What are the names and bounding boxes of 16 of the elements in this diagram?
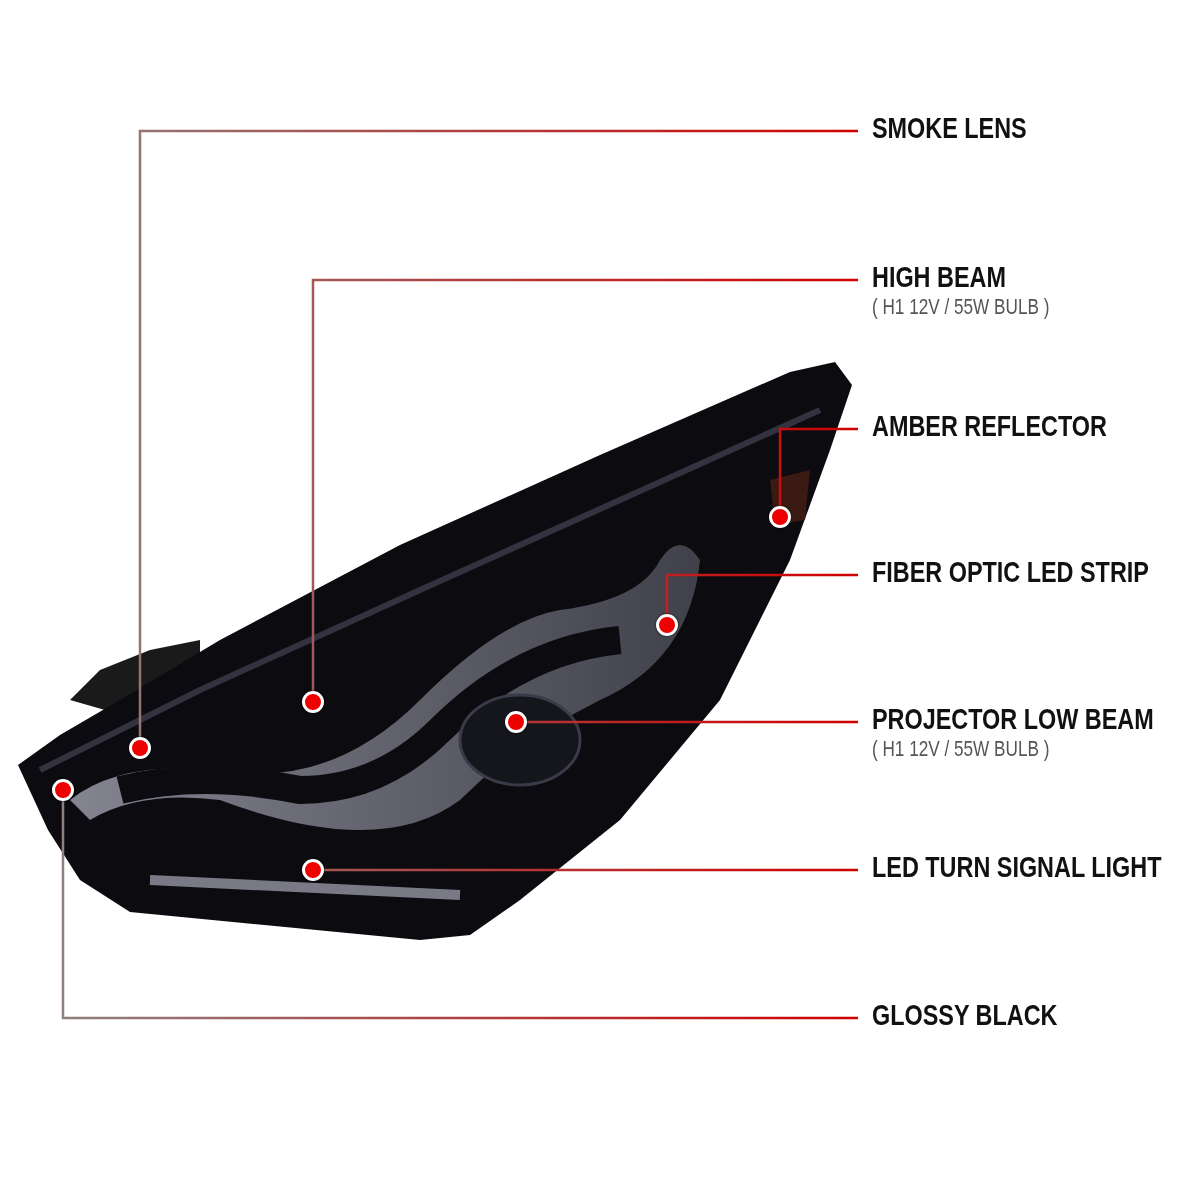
part-label: LED TURN SIGNAL LIGHT: [872, 850, 1162, 884]
leader-line: [665, 573, 858, 614]
bulb-spec: ( H1 12V / 55W BULB ): [872, 294, 1050, 320]
leader-line: [311, 278, 858, 691]
part-label: GLOSSY BLACK: [872, 998, 1058, 1032]
part-label: HIGH BEAM: [872, 260, 1006, 294]
leader-line: [778, 427, 858, 506]
leader-line: [61, 801, 858, 1020]
part-label: AMBER REFLECTOR: [872, 409, 1107, 443]
part-label: FIBER OPTIC LED STRIP: [872, 555, 1149, 589]
bulb-spec: ( H1 12V / 55W BULB ): [872, 736, 1050, 762]
part-label: SMOKE LENS: [872, 111, 1027, 145]
leader-line: [138, 129, 858, 737]
leader-line: [324, 868, 858, 872]
part-label: PROJECTOR LOW BEAM: [872, 702, 1154, 736]
leader-line: [527, 720, 858, 724]
